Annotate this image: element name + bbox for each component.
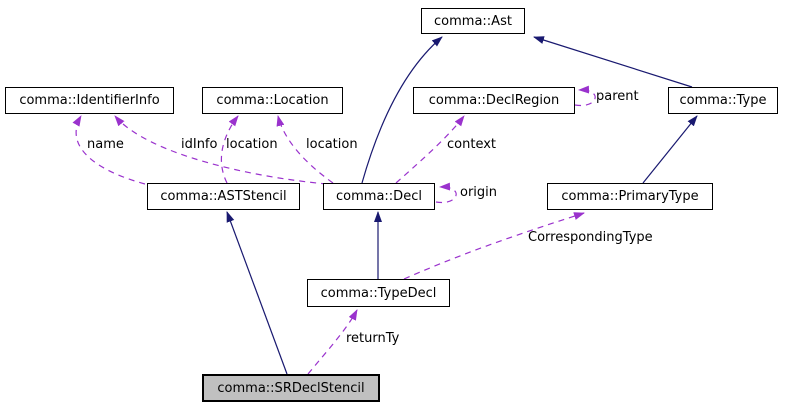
- edge-label-returnty: returnTy: [346, 331, 400, 346]
- edge-decl-self-origin: [435, 182, 457, 204]
- edge-srdeclstencil-to-aststencil: [226, 211, 288, 375]
- edge-declregion-self-parent: [574, 85, 596, 107]
- node-comma-declregion[interactable]: comma::DeclRegion: [413, 87, 575, 114]
- edge-label-name: name: [87, 137, 124, 152]
- node-comma-primarytype[interactable]: comma::PrimaryType: [547, 183, 713, 210]
- node-comma-typedecl[interactable]: comma::TypeDecl: [307, 279, 450, 307]
- edge-typedecl-to-primarytype-correspondingtype: [403, 212, 585, 280]
- edge-label-location-aststencil: location: [226, 137, 278, 152]
- node-comma-decl[interactable]: comma::Decl: [323, 183, 435, 210]
- edge-label-correspondingtype: CorrespondingType: [528, 230, 653, 245]
- node-comma-location[interactable]: comma::Location: [202, 87, 343, 114]
- edge-label-origin: origin: [460, 185, 498, 200]
- edge-primarytype-to-type: [642, 115, 698, 184]
- edge-decl-to-identifierinfo-idinfo: [114, 115, 328, 185]
- edge-label-context: context: [447, 137, 496, 152]
- node-comma-aststencil[interactable]: comma::ASTStencil: [147, 183, 300, 210]
- edge-label-location-decl: location: [306, 137, 358, 152]
- node-comma-srdeclstencil-current: comma::SRDeclStencil: [202, 374, 380, 402]
- node-comma-identifierinfo[interactable]: comma::IdentifierInfo: [5, 87, 174, 114]
- edge-label-parent: parent: [596, 89, 639, 104]
- edge-type-to-ast: [533, 36, 693, 88]
- node-comma-ast[interactable]: comma::Ast: [421, 8, 525, 34]
- node-comma-type[interactable]: comma::Type: [668, 87, 778, 114]
- edge-label-idinfo: idInfo: [181, 137, 218, 152]
